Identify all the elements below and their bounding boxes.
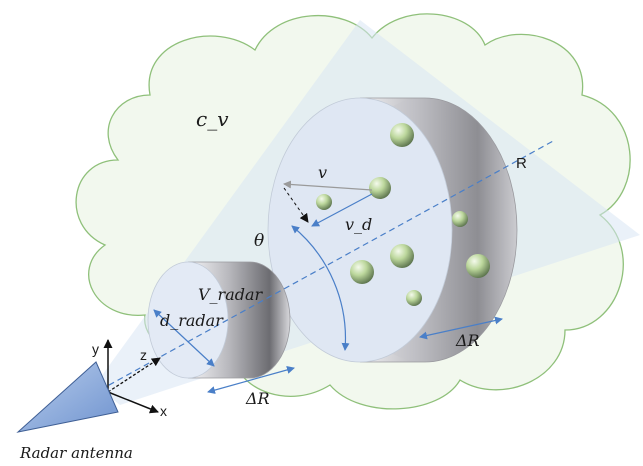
cloud-velocity-label: c_v bbox=[196, 107, 229, 131]
doppler-velocity-label: v_d bbox=[345, 215, 372, 234]
doppler-velocity-vector bbox=[311, 193, 373, 227]
droplet-icon bbox=[390, 123, 414, 147]
radar-diameter-label: d_radar bbox=[160, 311, 224, 330]
radar-volume-label: V_radar bbox=[198, 285, 264, 304]
delta-r-near-label: ΔR bbox=[245, 389, 270, 408]
droplet-icon bbox=[452, 211, 468, 227]
droplet-icon bbox=[406, 290, 422, 306]
delta-r-far-label: ΔR bbox=[455, 331, 480, 350]
delta-r-far-arrow bbox=[419, 316, 503, 340]
beam-angle-label: θ bbox=[254, 231, 264, 251]
axis-z-label: z bbox=[140, 347, 147, 363]
droplets bbox=[316, 123, 490, 306]
radar-antenna-label: Radar antenna bbox=[19, 444, 133, 462]
range-label: R bbox=[516, 155, 527, 172]
droplet-icon bbox=[466, 254, 490, 278]
droplet-icon bbox=[390, 244, 414, 268]
delta-r-near-arrow bbox=[207, 366, 295, 394]
velocity-label: v bbox=[318, 163, 327, 182]
velocity-projection bbox=[283, 187, 309, 223]
droplet-icon bbox=[350, 260, 374, 284]
droplet-icon bbox=[369, 177, 391, 199]
d-radar-arrow bbox=[153, 309, 215, 367]
velocity-vector bbox=[283, 180, 373, 191]
coordinate-axes bbox=[103, 339, 161, 414]
beam-angle-arc bbox=[291, 225, 350, 351]
axis-x-label: x bbox=[160, 403, 167, 419]
radar-antenna-icon bbox=[16, 361, 119, 433]
boresight-line bbox=[99, 139, 556, 391]
axis-y-label: y bbox=[92, 341, 99, 357]
droplet-icon bbox=[316, 194, 332, 210]
